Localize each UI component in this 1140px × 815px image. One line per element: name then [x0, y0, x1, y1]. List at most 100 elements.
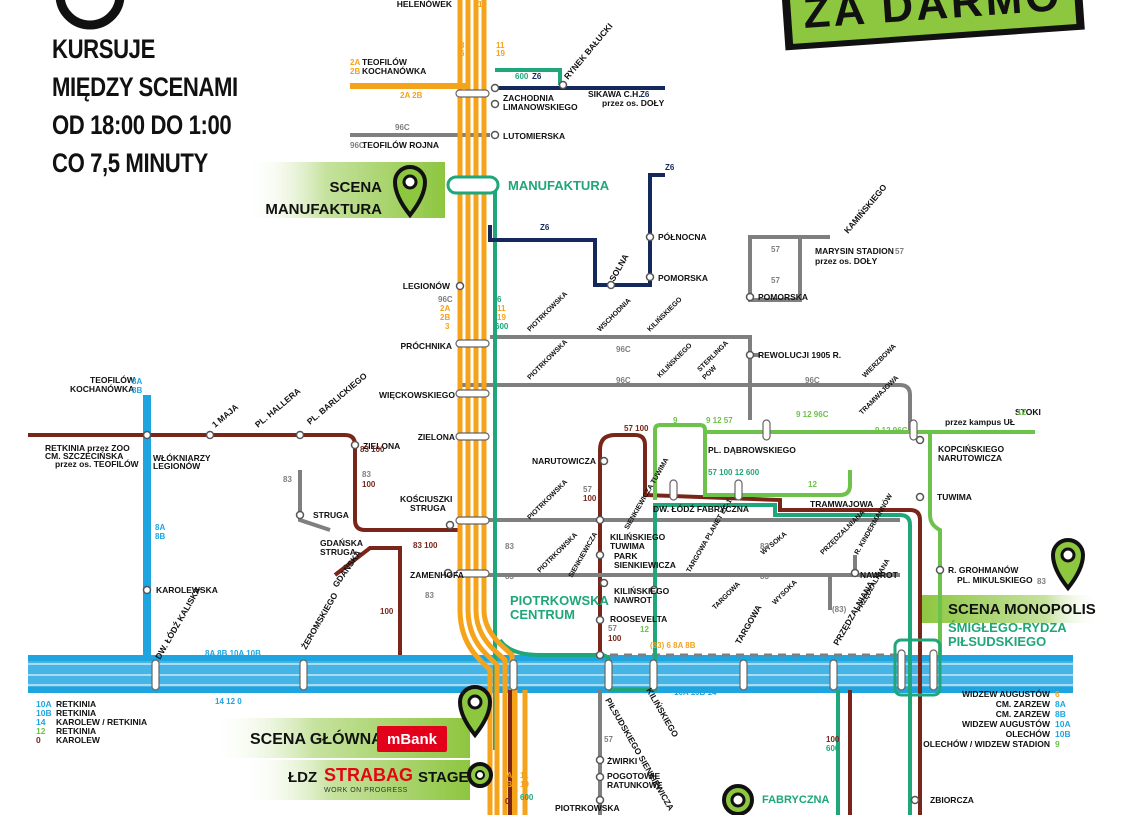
stop-kosciuszki2[interactable]: STRUGA	[410, 503, 446, 513]
manufaktura-hub[interactable]	[446, 175, 500, 195]
stop-mikulskiego[interactable]: PL. MIKULSKIEGO	[957, 575, 1033, 585]
stop-stoki[interactable]: STOKI	[1015, 407, 1041, 417]
stop-zielona1[interactable]: ZIELONA	[418, 432, 455, 442]
stop-pogotowie1[interactable]: POGOTOWIE	[607, 771, 661, 781]
stop-rewolucji[interactable]: REWOLUCJI 1905 R.	[758, 350, 841, 360]
map-pin-icon-glowna[interactable]	[457, 685, 493, 739]
map-pin-icon-manufaktura[interactable]	[392, 165, 428, 219]
stop-prochnika[interactable]: PRÓCHNIKA	[401, 340, 452, 351]
stop-pldab[interactable]: PL. DĄBROWSKIEGO	[708, 445, 796, 455]
dest-right-line-5: 9	[1055, 739, 1060, 749]
dest-right-label-1[interactable]: CM. ZARZEW	[996, 699, 1051, 709]
stop-piotrkowska[interactable]: PIOTRKOWSKA	[555, 803, 620, 813]
stop-legionow[interactable]: LEGIONÓW	[403, 280, 451, 291]
stop-narutowicza[interactable]: NARUTOWICZA	[532, 456, 596, 466]
stop-solna[interactable]: SOLNA	[607, 252, 631, 283]
stop-gdanska2[interactable]: STRUGA	[320, 547, 356, 557]
stop-hallera[interactable]: PL. HALLERA	[253, 386, 302, 430]
stage-monopolis[interactable]: SCENA MONOPOLIS	[948, 601, 1096, 618]
line-num-l19-4: 19	[496, 49, 505, 58]
stop-teofilow[interactable]: TEOFILÓW	[362, 56, 408, 67]
stop-grohmanow[interactable]: R. GROHMANÓW	[948, 564, 1019, 575]
smiglego-hub[interactable]	[893, 638, 942, 697]
dest-right-label-2[interactable]: CM. ZARZEW	[996, 709, 1051, 719]
stop-park2[interactable]: SIENKIEWICZA	[614, 560, 676, 570]
street-s4: PIOTRKOWSKA	[526, 339, 569, 382]
line-num-l8a-61: 8A	[155, 523, 165, 532]
stop-dwlodz[interactable]: DW. ŁÓDŹ FABRYCZNA	[653, 503, 749, 514]
map-pin-icon-monopolis[interactable]	[1050, 538, 1086, 592]
service-line-2: MIĘDZY SCENAMI	[52, 72, 238, 102]
stage-glowna[interactable]: SCENA GŁÓWNA	[250, 729, 383, 748]
stop-przezteofilow[interactable]: przez os. TEOFILÓW	[55, 458, 140, 469]
stop-zwirki[interactable]: ŻWIRKI	[607, 756, 637, 766]
stop-kochanowka[interactable]: KOCHANÓWKA	[362, 65, 426, 76]
stop-park1[interactable]: PARK	[614, 551, 638, 561]
stop-barlickiego[interactable]: PL. BARLICKIEGO	[305, 370, 369, 426]
stop-nawrot[interactable]: NAWROT	[860, 570, 899, 580]
stop-gdanska1[interactable]: GDAŃSKA	[320, 538, 363, 548]
stop-teofilowrojna[interactable]: TEOFILÓW ROJNA	[362, 139, 439, 150]
stop-roosevelta[interactable]: ROOSEVELTA	[610, 614, 667, 624]
lightgreen-loop	[653, 423, 852, 500]
stop-polnocna[interactable]: PÓŁNOCNA	[658, 231, 707, 242]
stop-tramwajowa[interactable]: TRAMWAJOWA	[810, 499, 873, 509]
stop-doly2[interactable]: przez os. DOŁY	[815, 256, 878, 266]
dest-left-label-4[interactable]: KAROLEW	[56, 735, 101, 745]
dest-left-label-1[interactable]: RETKINIA	[56, 708, 96, 718]
dest-left-label-2[interactable]: KAROLEW / RETKINIA	[56, 717, 147, 727]
stop-kilnaw1[interactable]: KILIŃSKIEGO	[614, 586, 670, 596]
stop-rynek[interactable]: RYNEK BAŁUCKI	[562, 21, 615, 81]
dest-right-label-3[interactable]: WIDZEW AUGUSTÓW	[962, 718, 1051, 729]
stop-sikawa[interactable]: SIKAWA C.H.	[588, 89, 641, 99]
hub-piotrkowska-2: CENTRUM	[510, 607, 575, 622]
stop-kochanowka2[interactable]: KOCHANÓWKA	[70, 383, 134, 394]
stop-kilinskiego2[interactable]: TUWIMA	[610, 541, 645, 551]
line-num-l2b-17: 2B	[440, 313, 450, 322]
dest-left-label-3[interactable]: RETKINIA	[56, 726, 96, 736]
stop-lutomierska[interactable]: LUTOMIERSKA	[503, 131, 565, 141]
stop-maja[interactable]: 1 MAJA	[210, 402, 240, 430]
dest-left-label-0[interactable]: RETKINIA	[56, 699, 96, 709]
stop-retkinia[interactable]: RETKINIA przez ZOO	[45, 443, 130, 453]
dest-right-label-0[interactable]: WIDZEW AUGUSTÓW	[962, 688, 1051, 699]
stop-kilinskiego1[interactable]: KILIŃSKIEGO	[610, 532, 666, 542]
stop-karolewska[interactable]: KAROLEWSKA	[156, 585, 218, 595]
stop-wieckowskiego[interactable]: WIĘCKOWSKIEGO	[379, 390, 455, 400]
stop-kosciuszki1[interactable]: KOŚCIUSZKI	[400, 493, 452, 504]
stop-dwkaliska[interactable]: DW. ŁÓDŹ KALISKA	[152, 585, 202, 661]
stop-tuwima[interactable]: TUWIMA	[937, 492, 972, 502]
stop-zamenhofa[interactable]: ZAMENHOFA	[410, 570, 464, 580]
stop-helenowek[interactable]: HELENÓWEK	[397, 0, 453, 9]
dest-right-label-4[interactable]: OLECHÓW	[1006, 728, 1051, 739]
stop-zeromskiego[interactable]: ŻEROMSKIEGO	[299, 590, 340, 651]
stop-wlokniarzy2[interactable]: LEGIONÓW	[153, 460, 201, 471]
lightgreen-south	[928, 432, 942, 655]
stop-zielona2[interactable]: ZIELONA	[363, 441, 400, 451]
stop-kilnaw2[interactable]: NAWROT	[614, 595, 653, 605]
stop-pogotowie2[interactable]: RATUNKOWE	[607, 780, 663, 790]
line-num-l19-70: 19	[520, 780, 529, 789]
stop-zachodnia1[interactable]: ZACHODNIA	[503, 93, 554, 103]
stop-pomorska2[interactable]: POMORSKA	[758, 292, 808, 302]
line-num-l2a2b-7: 2A 2B	[400, 91, 423, 100]
stop-szczecinska[interactable]: CM. SZCZECIŃSKA	[45, 451, 123, 461]
stop-struga[interactable]: STRUGA	[313, 510, 349, 520]
line-num-l19-21: 19	[497, 313, 506, 322]
stop-doly[interactable]: przez os. DOŁY	[602, 98, 665, 108]
stop-kopcinskiego1[interactable]: KOPCIŃSKIEGO	[938, 444, 1005, 454]
stop-kopcinskiego2[interactable]: NARUTOWICZA	[938, 453, 1002, 463]
stop-kaminskiego[interactable]: KAMIŃSKIEGO	[842, 182, 889, 235]
stop-zachodnia2[interactable]: LIMANOWSKIEGO	[503, 102, 578, 112]
street-s19: WYSOKA	[771, 579, 798, 606]
stop-zbiorcza[interactable]: ZBIORCZA	[930, 795, 974, 805]
stop-pomorska1[interactable]: POMORSKA	[658, 273, 708, 283]
stop-teofilow2[interactable]: TEOFILÓW	[90, 374, 136, 385]
stop-kampus[interactable]: przez kampus UŁ	[945, 417, 1015, 427]
stop-marysin[interactable]: MARYSIN STADION	[815, 246, 894, 256]
dest-right-label-5[interactable]: OLECHÓW / WIDZEW STADION	[923, 738, 1050, 749]
stop-wlokniarzy1[interactable]: WŁÓKNIARZY	[153, 452, 211, 463]
stop-targowa[interactable]: TARGOWA	[733, 603, 764, 646]
